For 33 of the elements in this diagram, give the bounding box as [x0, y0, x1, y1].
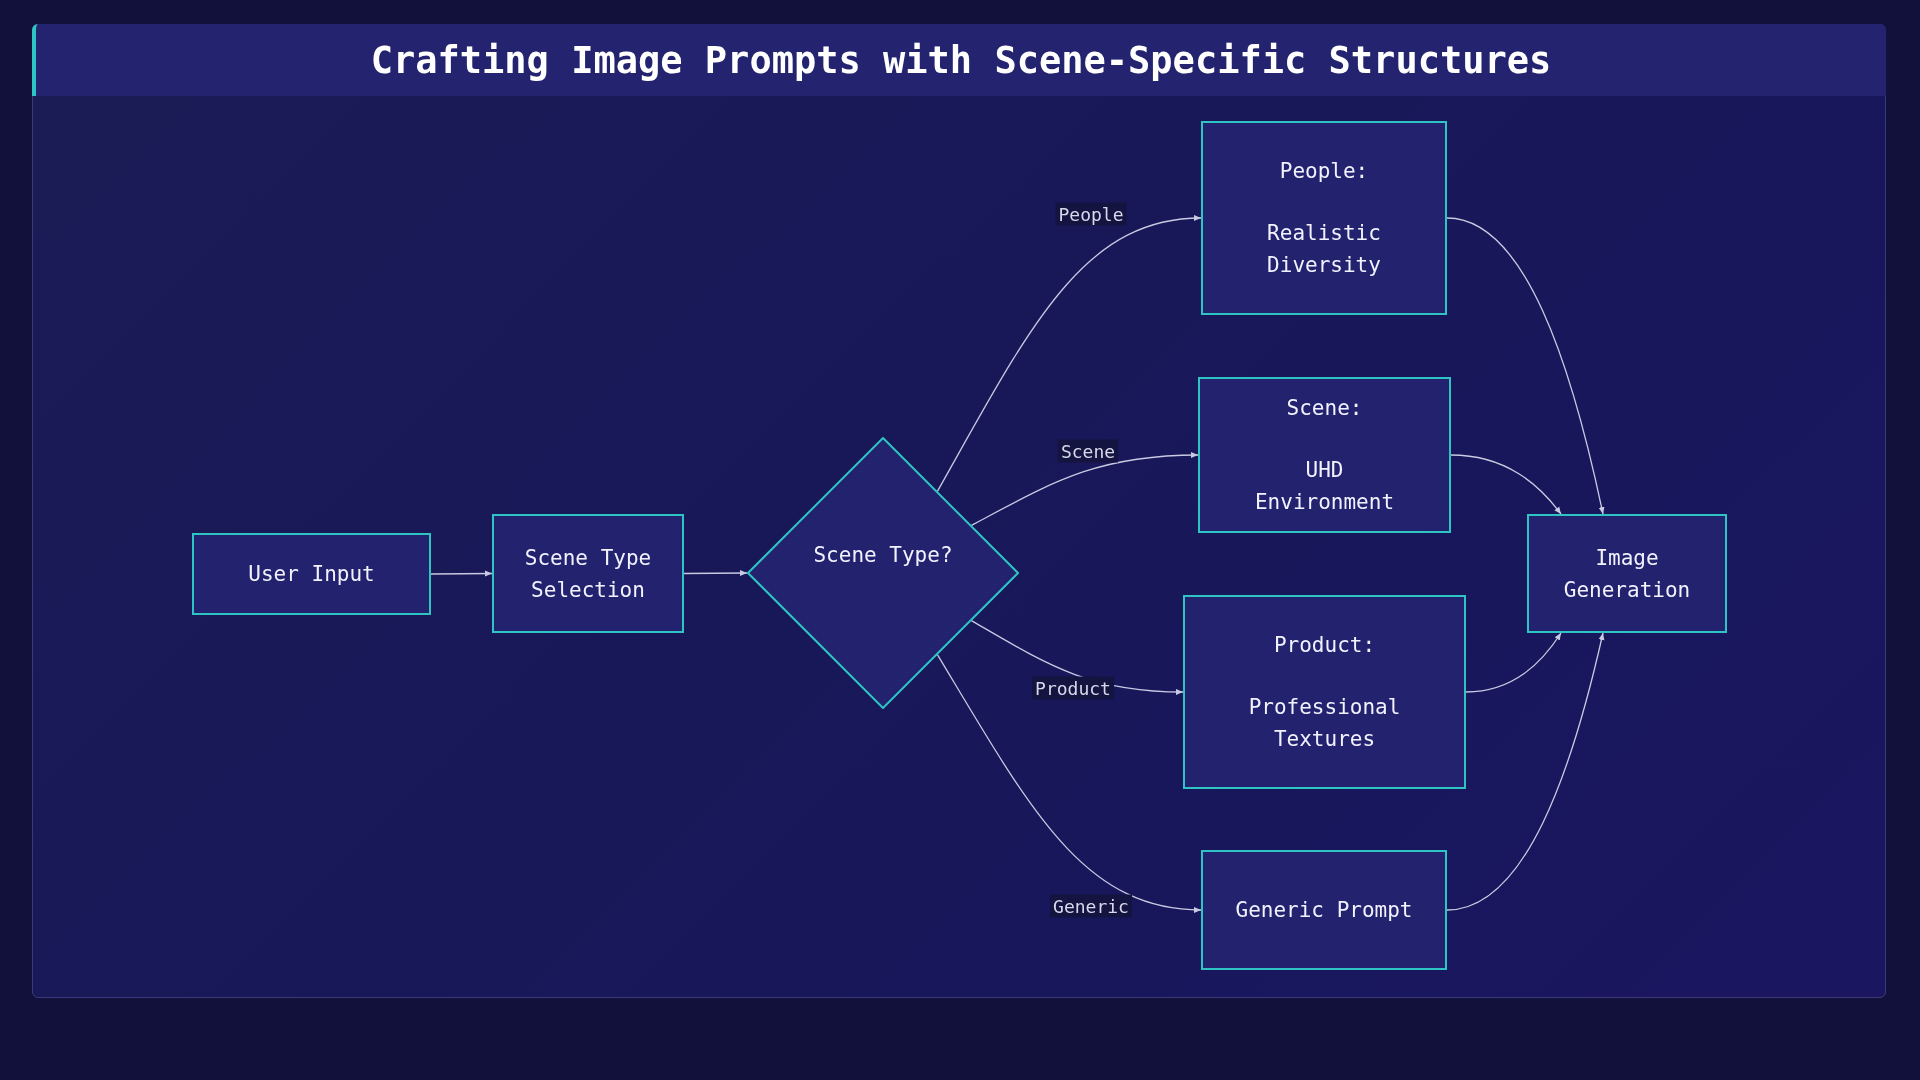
arrow [970, 452, 1199, 527]
box-text: UHD Environment [1253, 457, 1396, 516]
box-text: Generic Prompt [1235, 897, 1413, 924]
decision-diamond [747, 437, 1019, 709]
box-text: Professional Textures [1247, 694, 1402, 753]
diagram-title: Crafting Image Prompts with Scene-Specific Structures [370, 38, 1552, 82]
box-text: Realistic Diversity [1266, 220, 1382, 279]
process-box [1201, 850, 1447, 970]
arrow [1446, 217, 1605, 515]
box-text: Scene Type Selection [523, 544, 653, 604]
arrow [1446, 632, 1605, 911]
edge-label: Product [1032, 676, 1114, 700]
edge-label: Generic [1050, 894, 1132, 918]
arrow [1465, 632, 1562, 693]
process-box [1198, 377, 1451, 533]
arrow [936, 215, 1202, 493]
box-heading: People: [1279, 158, 1369, 185]
edge-label: Scene [1057, 439, 1119, 463]
arrow [683, 570, 748, 577]
process-box [1527, 514, 1727, 633]
box-text: Scene Type? [813, 542, 953, 569]
process-box [492, 514, 684, 633]
box-heading: Product: [1273, 632, 1376, 659]
box-text: User Input [248, 561, 375, 588]
process-box [1201, 121, 1447, 315]
process-box [192, 533, 431, 615]
arrow [430, 570, 493, 577]
edge-label: People [1055, 202, 1127, 226]
box-heading: Scene: [1286, 395, 1363, 422]
box-text: Image Generation [1562, 544, 1692, 604]
process-box [1183, 595, 1466, 789]
arrow [1450, 454, 1562, 515]
arrow [936, 653, 1202, 913]
